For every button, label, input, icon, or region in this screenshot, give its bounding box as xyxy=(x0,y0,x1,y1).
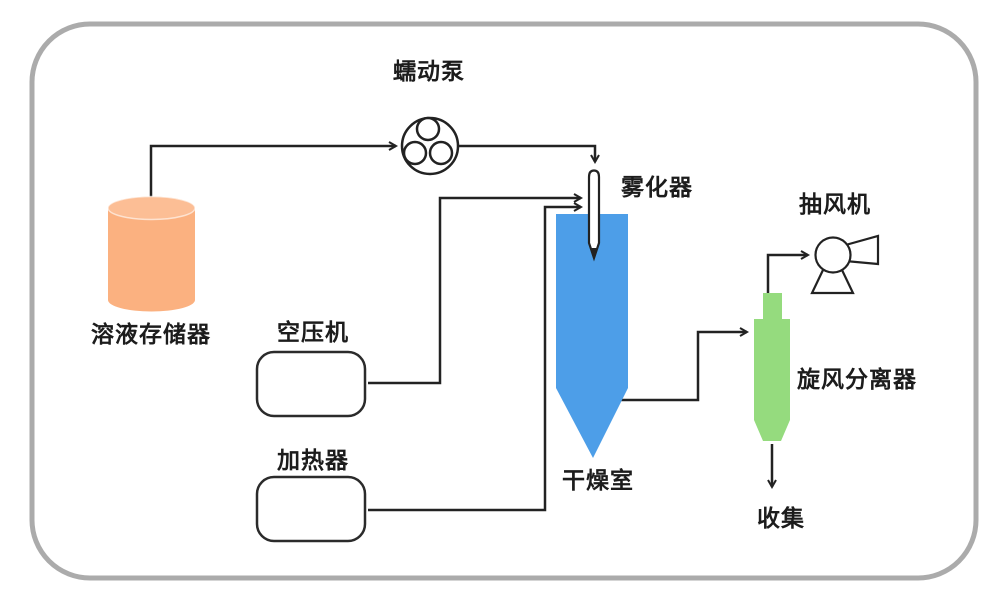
atomizer-symbol xyxy=(587,169,601,262)
label-cyclone-separator: 旋风分离器 xyxy=(797,366,917,392)
label-atomizer: 雾化器 xyxy=(621,174,693,200)
pipe-chamber-to-cyclone xyxy=(621,327,750,402)
pipe-pump-to-atomizer xyxy=(458,144,600,165)
storage-cylinder-top xyxy=(107,195,196,221)
label-peristaltic-pump: 蠕动泵 xyxy=(393,58,465,84)
atomizer-nozzle-tube xyxy=(587,169,601,262)
pipes xyxy=(149,141,811,512)
peristaltic-pump-symbol xyxy=(400,116,460,176)
fan-housing xyxy=(814,236,852,274)
label-exhaust-fan: 抽风机 xyxy=(799,191,871,217)
air-compressor-symbol xyxy=(255,350,367,418)
pipe-storage-to-pump xyxy=(149,141,399,202)
heater-symbol xyxy=(255,475,367,543)
exhaust-fan-symbol xyxy=(810,234,880,295)
cyclone-separator-symbol xyxy=(754,293,790,441)
label-drying-chamber: 干燥室 xyxy=(562,467,634,493)
pump-roller-right xyxy=(428,140,454,166)
label-heater: 加热器 xyxy=(277,447,349,473)
pipe-compressor-to-atomizer xyxy=(368,193,584,385)
solution-storage-symbol xyxy=(107,195,196,312)
atomizer-tip-arrow xyxy=(590,248,598,259)
pipe-cyclone-to-fan xyxy=(766,250,811,293)
drying-chamber-symbol xyxy=(556,214,628,458)
pump-roller-left xyxy=(402,140,428,166)
label-solution-storage: 溶液存储器 xyxy=(91,321,211,347)
pump-roller-top xyxy=(415,116,441,142)
canvas-border xyxy=(29,21,979,581)
label-collect: 收集 xyxy=(757,505,805,531)
label-air-compressor: 空压机 xyxy=(277,319,349,345)
storage-cylinder-body xyxy=(107,196,195,312)
pipe-heater-to-atomizer xyxy=(368,202,584,512)
